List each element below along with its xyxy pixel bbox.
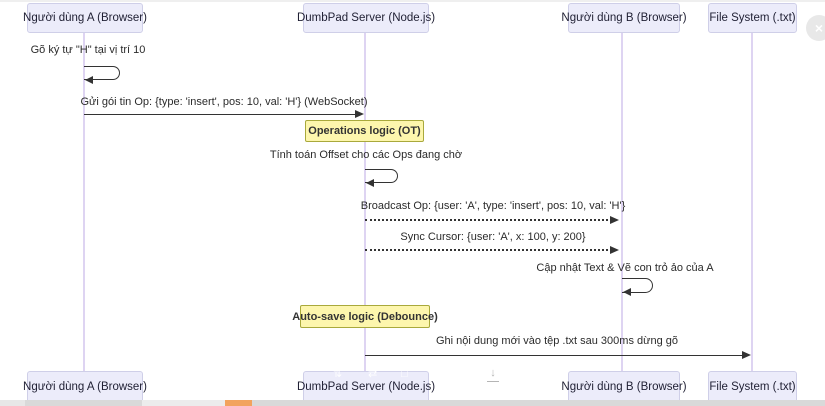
message-type-char: Gõ ký tự "H" tại vị trí 10 — [30, 44, 146, 56]
arrowhead — [610, 246, 619, 254]
actor-top-user-b: Người dùng B (Browser) — [561, 3, 687, 33]
note-autosave-logic: Auto-save logic (Debounce) — [292, 305, 438, 328]
arrow-sync-cursor — [365, 249, 612, 251]
actor-bottom-file-system: File System (.txt) — [708, 371, 797, 403]
actor-label: Người dùng A (Browser) — [23, 381, 147, 393]
arrowhead — [742, 351, 751, 359]
download-icon[interactable]: ↓ — [487, 368, 499, 382]
actor-label: File System (.txt) — [709, 381, 796, 393]
lifeline-file-system — [751, 33, 753, 371]
reorder-icon[interactable]: ⇅ — [333, 368, 343, 380]
arrowhead — [355, 110, 364, 118]
restore-icon[interactable]: ⌂ — [431, 368, 438, 380]
message-sync-cursor: Sync Cursor: {user: 'A', x: 100, y: 200} — [400, 231, 586, 243]
actor-label: Người dùng A (Browser) — [23, 12, 147, 24]
message-update-text: Cập nhật Text & Vẽ con trỏ ảo của A — [536, 262, 714, 274]
lifeline-server — [364, 33, 366, 371]
bottom-strip — [0, 400, 825, 406]
self-loop-server — [365, 169, 398, 183]
swap-icon[interactable]: ⇄ — [368, 368, 378, 380]
top-border-line — [0, 0, 825, 2]
note-label: Operations logic (OT) — [308, 125, 421, 137]
actor-bottom-user-a: Người dùng A (Browser) — [23, 371, 147, 403]
message-broadcast-op: Broadcast Op: {user: 'A', type: 'insert'… — [360, 200, 626, 212]
lifeline-user-a — [83, 33, 85, 371]
actor-top-file-system: File System (.txt) — [708, 3, 797, 33]
arrow-broadcast — [365, 219, 612, 221]
close-icon: × — [814, 20, 824, 36]
actor-bottom-user-b: Người dùng B (Browser) — [561, 371, 687, 403]
arrowhead — [623, 288, 631, 296]
scrollbar-thumb-orange[interactable] — [225, 400, 252, 406]
actor-label: DumbPad Server (Node.js) — [296, 12, 436, 24]
self-loop-user-b — [622, 278, 653, 293]
actor-top-user-a: Người dùng A (Browser) — [23, 3, 147, 33]
note-label: Auto-save logic (Debounce) — [292, 310, 438, 323]
message-send-op: Gửi gói tin Op: {type: 'insert', pos: 10… — [80, 96, 368, 108]
message-offset-calc: Tính toán Offset cho các Ops đang chờ — [269, 149, 463, 161]
actor-label: DumbPad Server (Node.js) — [296, 381, 436, 393]
note-operations-logic: Operations logic (OT) — [305, 120, 424, 142]
actor-label: Người dùng B (Browser) — [561, 381, 687, 393]
self-loop-user-a — [84, 66, 120, 80]
actor-label: File System (.txt) — [709, 12, 796, 24]
copy-icon[interactable]: □ — [401, 368, 408, 380]
arrow-a-to-server — [84, 114, 358, 115]
actor-label: Người dùng B (Browser) — [561, 12, 687, 24]
arrowhead — [366, 179, 374, 187]
actor-bottom-server: DumbPad Server (Node.js) — [297, 371, 435, 403]
arrowhead — [610, 216, 619, 224]
lifeline-user-b — [621, 33, 623, 371]
message-write-file: Ghi nội dung mới vào tệp .txt sau 300ms … — [435, 335, 679, 347]
arrowhead — [85, 76, 93, 84]
arrow-server-to-file — [365, 355, 744, 356]
close-button[interactable]: × — [806, 15, 825, 41]
bottom-strip-light — [142, 400, 225, 406]
actor-top-server: DumbPad Server (Node.js) — [297, 3, 435, 33]
bottom-strip-left — [0, 400, 25, 406]
